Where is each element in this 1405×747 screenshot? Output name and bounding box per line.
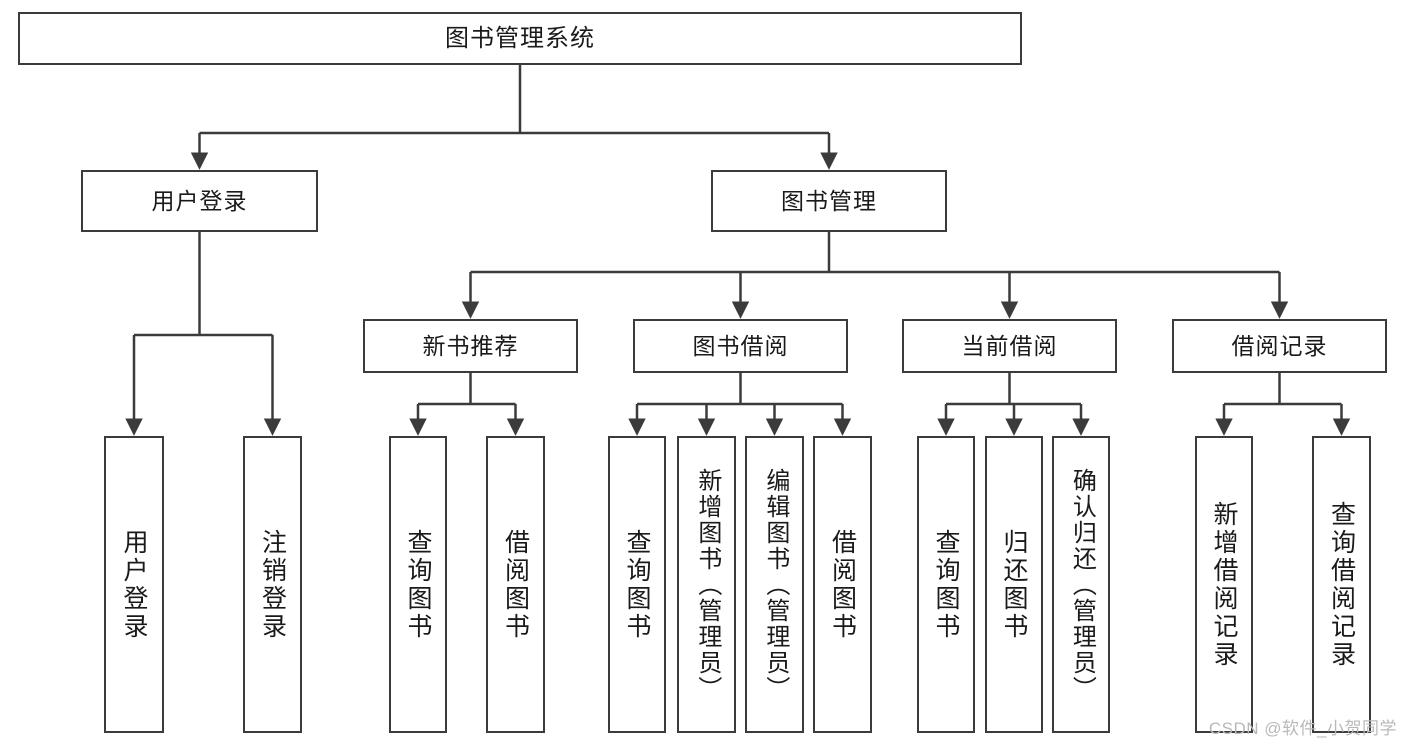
node-label: 用户登录 xyxy=(120,528,148,641)
node-leaf-query-book-2[interactable]: 查询图书 xyxy=(608,436,666,733)
node-leaf-query-book-3[interactable]: 查询图书 xyxy=(917,436,975,733)
node-leaf-return-book[interactable]: 归还图书 xyxy=(985,436,1043,733)
node-book-borrow[interactable]: 图书借阅 xyxy=(633,319,848,373)
node-label: 借阅记录 xyxy=(1231,332,1328,359)
node-leaf-add-borrow-record[interactable]: 新增借阅记录 xyxy=(1195,436,1253,733)
node-label: 借阅图书 xyxy=(501,528,530,641)
node-leaf-query-book-1[interactable]: 查询图书 xyxy=(389,436,447,733)
node-label: 查询图书 xyxy=(623,528,651,641)
node-leaf-logout-login[interactable]: 注销登录 xyxy=(243,436,302,733)
node-label: 新书推荐 xyxy=(422,332,519,359)
node-leaf-user-login[interactable]: 用户登录 xyxy=(104,436,164,733)
node-label: 图书借阅 xyxy=(692,332,789,359)
node-leaf-add-book[interactable]: 新增图书（管理员） xyxy=(677,436,736,733)
node-label: 当前借阅 xyxy=(961,332,1058,359)
node-leaf-confirm-return[interactable]: 确认归还（管理员） xyxy=(1052,436,1110,733)
node-label: 借阅图书 xyxy=(828,528,857,641)
node-label: 查询图书 xyxy=(932,528,960,641)
node-leaf-edit-book[interactable]: 编辑图书（管理员） xyxy=(745,436,804,733)
node-label: 新增图书（管理员） xyxy=(693,467,721,702)
node-new-book-recommend[interactable]: 新书推荐 xyxy=(363,319,578,373)
node-current-borrow[interactable]: 当前借阅 xyxy=(902,319,1117,373)
node-label: 查询借阅记录 xyxy=(1327,500,1356,669)
node-root[interactable]: 图书管理系统 xyxy=(18,12,1022,65)
node-label: 注销登录 xyxy=(258,528,287,641)
node-label: 确认归还（管理员） xyxy=(1068,467,1096,702)
node-label: 编辑图书（管理员） xyxy=(761,467,789,702)
node-leaf-borrow-book-1[interactable]: 借阅图书 xyxy=(486,436,545,733)
node-label: 用户登录 xyxy=(151,187,248,214)
node-book-manage[interactable]: 图书管理 xyxy=(711,170,947,232)
node-label: 查询图书 xyxy=(404,528,432,641)
node-label: 新增借阅记录 xyxy=(1210,500,1238,669)
node-label: 图书管理系统 xyxy=(445,24,595,52)
node-leaf-borrow-book-2[interactable]: 借阅图书 xyxy=(813,436,872,733)
node-leaf-query-borrow-record[interactable]: 查询借阅记录 xyxy=(1312,436,1371,733)
node-label: 图书管理 xyxy=(781,187,877,214)
node-label: 归还图书 xyxy=(1000,528,1028,641)
node-borrow-record[interactable]: 借阅记录 xyxy=(1172,319,1387,373)
watermark-text: CSDN @软件_小贺同学 xyxy=(1208,719,1397,738)
node-user-login[interactable]: 用户登录 xyxy=(81,170,318,232)
